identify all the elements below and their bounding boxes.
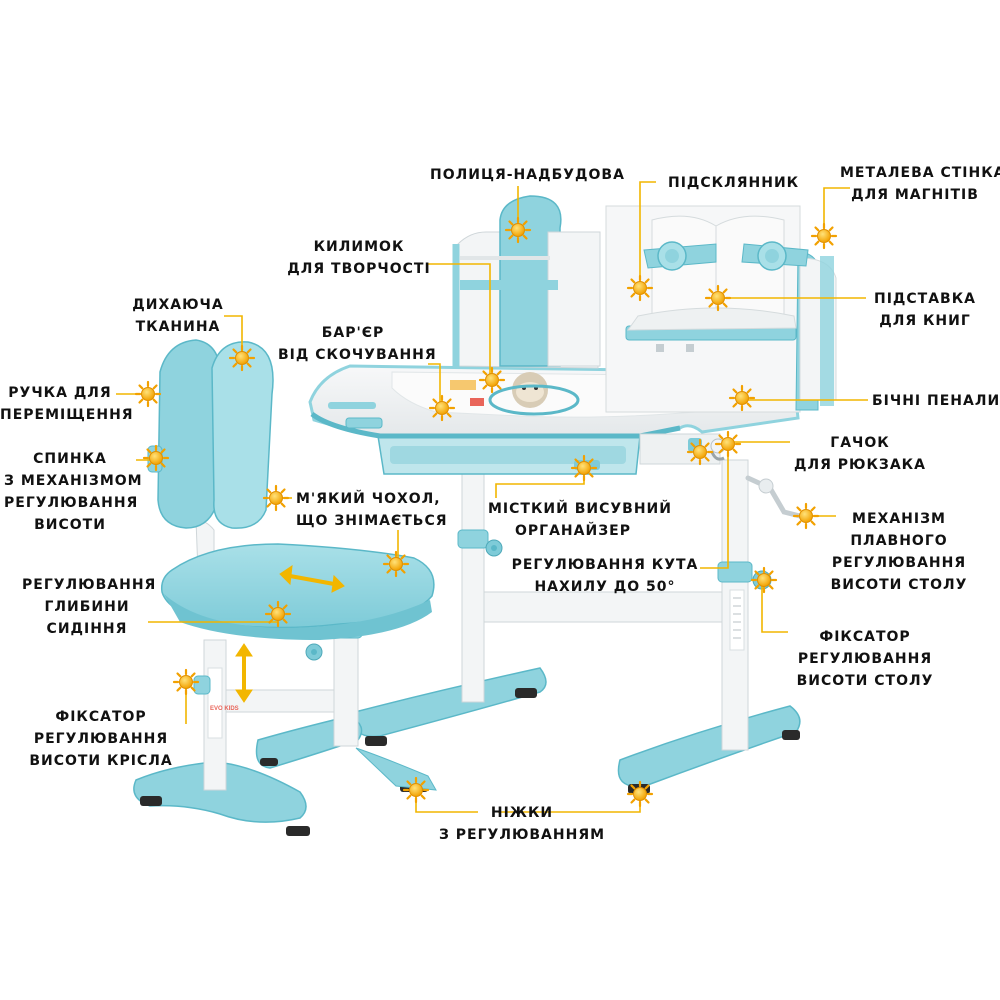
label-tilt-adjust: РЕГУЛЮВАННЯ КУТА НАХИЛУ ДО 50° <box>511 557 699 595</box>
desk-left-leg <box>461 469 485 703</box>
backrest-right-pad <box>211 341 274 529</box>
label-book-stand: ПІДСТАВКА ДЛЯ КНИГ <box>873 291 976 329</box>
sun-marker-icon <box>428 394 456 422</box>
sun-marker-icon <box>792 502 820 530</box>
sun-marker-icon <box>570 454 598 482</box>
label-carry-handle: РУЧКА ДЛЯ ПЕРЕМІЩЕННЯ <box>0 385 134 423</box>
sun-marker-icon <box>134 380 162 408</box>
desk-left-foot <box>353 667 547 738</box>
sun-marker-icon <box>478 366 506 394</box>
chair: EVO KIDS <box>133 339 437 836</box>
label-breathable-fabric: ДИХАЮЧА ТКАНИНА <box>132 297 224 335</box>
sun-marker-icon <box>262 484 290 512</box>
label-soft-cover: М'ЯКИЙ ЧОХОЛ, ЩО ЗНІМАЄТЬСЯ <box>296 491 448 529</box>
sun-marker-icon <box>686 438 714 466</box>
sun-marker-icon <box>750 566 778 594</box>
label-side-cases: БІЧНІ ПЕНАЛИ <box>872 393 1000 409</box>
chair-back-leg <box>333 629 359 747</box>
sun-marker-icon <box>264 600 292 628</box>
sun-marker-icon <box>626 274 654 302</box>
tilt-knob <box>485 539 503 557</box>
label-backpack-hook: ГАЧОК ДЛЯ РЮКЗАКА <box>794 435 926 473</box>
chair-height-knob-right <box>305 643 323 661</box>
sun-marker-icon <box>704 284 732 312</box>
sun-marker-icon <box>626 780 654 808</box>
desk-right-foot <box>617 705 801 788</box>
label-creative-mat: КИЛИМОК ДЛЯ ТВОРЧОСТІ <box>287 239 431 277</box>
sun-marker-icon <box>382 550 410 578</box>
sun-marker-icon <box>228 344 256 372</box>
cup-holder <box>643 241 717 271</box>
sun-marker-icon <box>728 384 756 412</box>
sun-marker-icon <box>504 216 532 244</box>
chair-logo: EVO KIDS <box>210 706 239 712</box>
label-desk-height-lock: ФІКСАТОР РЕГУЛЮВАННЯ ВИСОТИ СТОЛУ <box>796 629 934 689</box>
label-metal-wall: МЕТАЛЕВА СТІНКА ДЛЯ МАГНІТІВ <box>840 165 1000 203</box>
label-backrest: СПИНКА З МЕХАНІЗМОМ РЕГУЛЮВАННЯ ВИСОТИ <box>4 451 143 533</box>
label-adjustable-feet: НІЖКИ З РЕГУЛЮВАННЯМ <box>438 805 606 843</box>
sun-marker-icon <box>142 444 170 472</box>
crank-handle <box>745 475 803 519</box>
chair-height-lock <box>193 675 211 695</box>
label-smooth-mechanism: МЕХАНІЗМ ПЛАВНОГО РЕГУЛЮВАННЯ ВИСОТИ СТО… <box>830 511 968 593</box>
label-organizer: МІСТКИЙ ВИСУВНИЙ ОРГАНАЙЗЕР <box>488 501 672 539</box>
book-stand <box>627 215 797 331</box>
backrest-left-pad <box>157 339 221 529</box>
book-clip-right <box>741 241 809 271</box>
label-anti-slip-barrier: БАР'ЄР ВІД СКОЧУВАННЯ <box>278 325 437 363</box>
desk-crossbar <box>483 591 723 623</box>
sun-marker-icon <box>172 668 200 696</box>
sun-marker-icon <box>402 776 430 804</box>
label-seat-depth: РЕГУЛЮВАННЯ ГЛИБИНИ СИДІННЯ <box>22 577 157 637</box>
chair-height-arrow-icon <box>235 643 253 703</box>
sun-marker-icon <box>714 430 742 458</box>
label-cup-holder: ПІДСКЛЯННИК <box>668 175 800 191</box>
desk-hutch <box>452 195 837 413</box>
seat-depth-arrow-icon <box>279 564 345 593</box>
chair-crossbar <box>225 689 335 713</box>
side-case-left <box>345 417 383 429</box>
sun-marker-icon <box>810 222 838 250</box>
label-shelf-addon: ПОЛИЦЯ-НАДБУДОВА <box>430 167 625 183</box>
anti-slip-barrier <box>328 402 376 409</box>
label-chair-height-lock: ФІКСАТОР РЕГУЛЮВАННЯ ВИСОТИ КРІСЛА <box>29 709 173 769</box>
